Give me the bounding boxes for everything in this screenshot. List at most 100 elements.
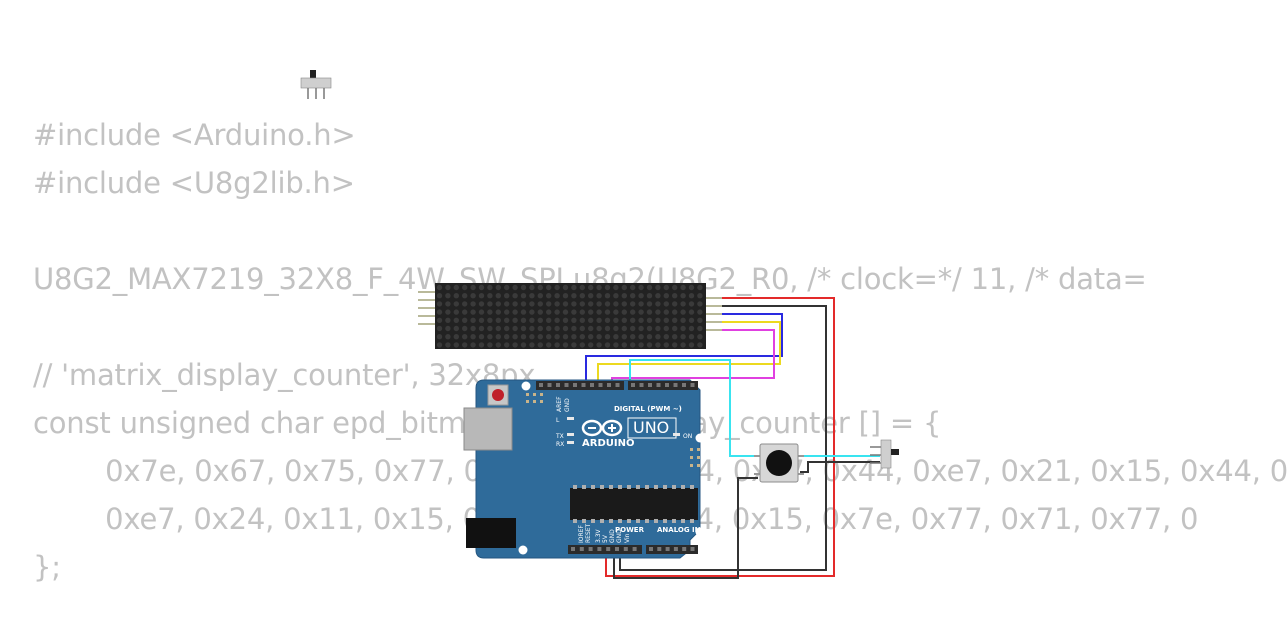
header-pin [573, 383, 577, 387]
wire-yellow [597, 321, 781, 382]
matrix-led [571, 301, 577, 307]
matrix-led [520, 309, 527, 315]
matrix-led [630, 284, 636, 291]
matrix-led [504, 293, 510, 299]
matrix-led [672, 325, 678, 332]
header-pin [657, 547, 662, 551]
matrix-led [638, 317, 644, 323]
matrix-led [487, 325, 493, 332]
matrix-led [436, 293, 443, 299]
matrix-led [680, 293, 686, 299]
matrix-led [495, 293, 501, 299]
matrix-led [638, 301, 644, 307]
matrix-led [478, 334, 485, 340]
matrix-led [520, 317, 527, 323]
matrix-led [571, 317, 577, 323]
matrix-led [520, 325, 527, 332]
header-pin [581, 383, 586, 387]
matrix-led [453, 317, 459, 323]
chip-pin [582, 519, 586, 523]
header-pin [564, 383, 569, 387]
matrix-led [529, 325, 535, 332]
matrix-led [436, 301, 443, 307]
matrix-led [512, 293, 518, 299]
matrix-led [588, 301, 594, 307]
matrix-led [504, 317, 510, 323]
matrix-led [504, 334, 510, 340]
matrix-led [453, 293, 459, 299]
matrix-led [453, 301, 459, 307]
chip-pin [672, 519, 676, 523]
matrix-led [445, 301, 451, 307]
matrix-led [571, 284, 577, 291]
digital-header-label: DIGITAL (PWM ~) [614, 405, 682, 413]
matrix-led [462, 309, 468, 315]
power-jack [466, 518, 516, 548]
matrix-led [478, 317, 485, 323]
matrix-led [621, 301, 627, 307]
header-pin [690, 547, 695, 551]
matrix-led [512, 334, 518, 340]
matrix-pins [418, 291, 722, 331]
matrix-led [588, 325, 594, 332]
chip-pin [681, 519, 685, 523]
header-pin [682, 547, 687, 551]
matrix-led [646, 293, 653, 299]
matrix-led [445, 284, 451, 291]
slide-switch-right[interactable] [870, 439, 899, 469]
chip-pin [654, 485, 658, 489]
matrix-led [529, 317, 535, 323]
matrix-led [588, 334, 594, 340]
digital-pins [539, 383, 695, 387]
5v-pin-label: 5V [602, 534, 609, 543]
header-pin [598, 383, 603, 387]
mount-hole [518, 545, 528, 555]
matrix-led [579, 293, 585, 299]
on-led [673, 433, 680, 436]
matrix-led [688, 334, 695, 340]
ioref-pin-label: IOREF [578, 525, 585, 543]
matrix-led [646, 301, 653, 307]
push-button[interactable] [754, 443, 804, 483]
matrix-led [638, 293, 644, 299]
reset-button[interactable] [492, 389, 504, 401]
arduino-uno-board[interactable]: ARDUINO UNO DIGITAL (PWM ~) POWER ANALOG… [463, 379, 705, 559]
matrix-led [546, 309, 552, 315]
matrix-led [529, 309, 535, 315]
matrix-led [562, 334, 569, 340]
matrix-led [462, 342, 468, 348]
chip-pin [690, 485, 694, 489]
chip-pin [681, 485, 685, 489]
slide-switch-top[interactable] [300, 70, 332, 99]
matrix-led [638, 325, 644, 332]
matrix-led [613, 309, 619, 315]
matrix-led [688, 342, 695, 348]
matrix-led [562, 342, 569, 348]
matrix-led [630, 334, 636, 340]
matrix-led [546, 293, 552, 299]
wire-red [605, 297, 835, 577]
matrix-led [604, 293, 611, 299]
matrix-led [520, 293, 527, 299]
matrix-led [546, 317, 552, 323]
matrix-led [478, 325, 485, 332]
matrix-led [470, 309, 476, 315]
matrix-led [697, 309, 703, 315]
matrix-led [596, 309, 602, 315]
matrix-led [621, 342, 627, 348]
matrix-leds [436, 284, 703, 348]
matrix-led [470, 317, 476, 323]
matrix-led [688, 317, 695, 323]
matrix-led [655, 309, 661, 315]
matrix-led [546, 284, 552, 291]
chip-pin [690, 519, 694, 523]
matrix-led [445, 317, 451, 323]
matrix-led [680, 325, 686, 332]
header-pin [639, 383, 644, 387]
vin-pin-label: Vin [624, 533, 631, 543]
matrix-led [520, 334, 527, 340]
chip-pin [672, 485, 676, 489]
matrix-led [512, 317, 518, 323]
matrix-led [596, 293, 602, 299]
led-matrix[interactable] [418, 283, 722, 349]
